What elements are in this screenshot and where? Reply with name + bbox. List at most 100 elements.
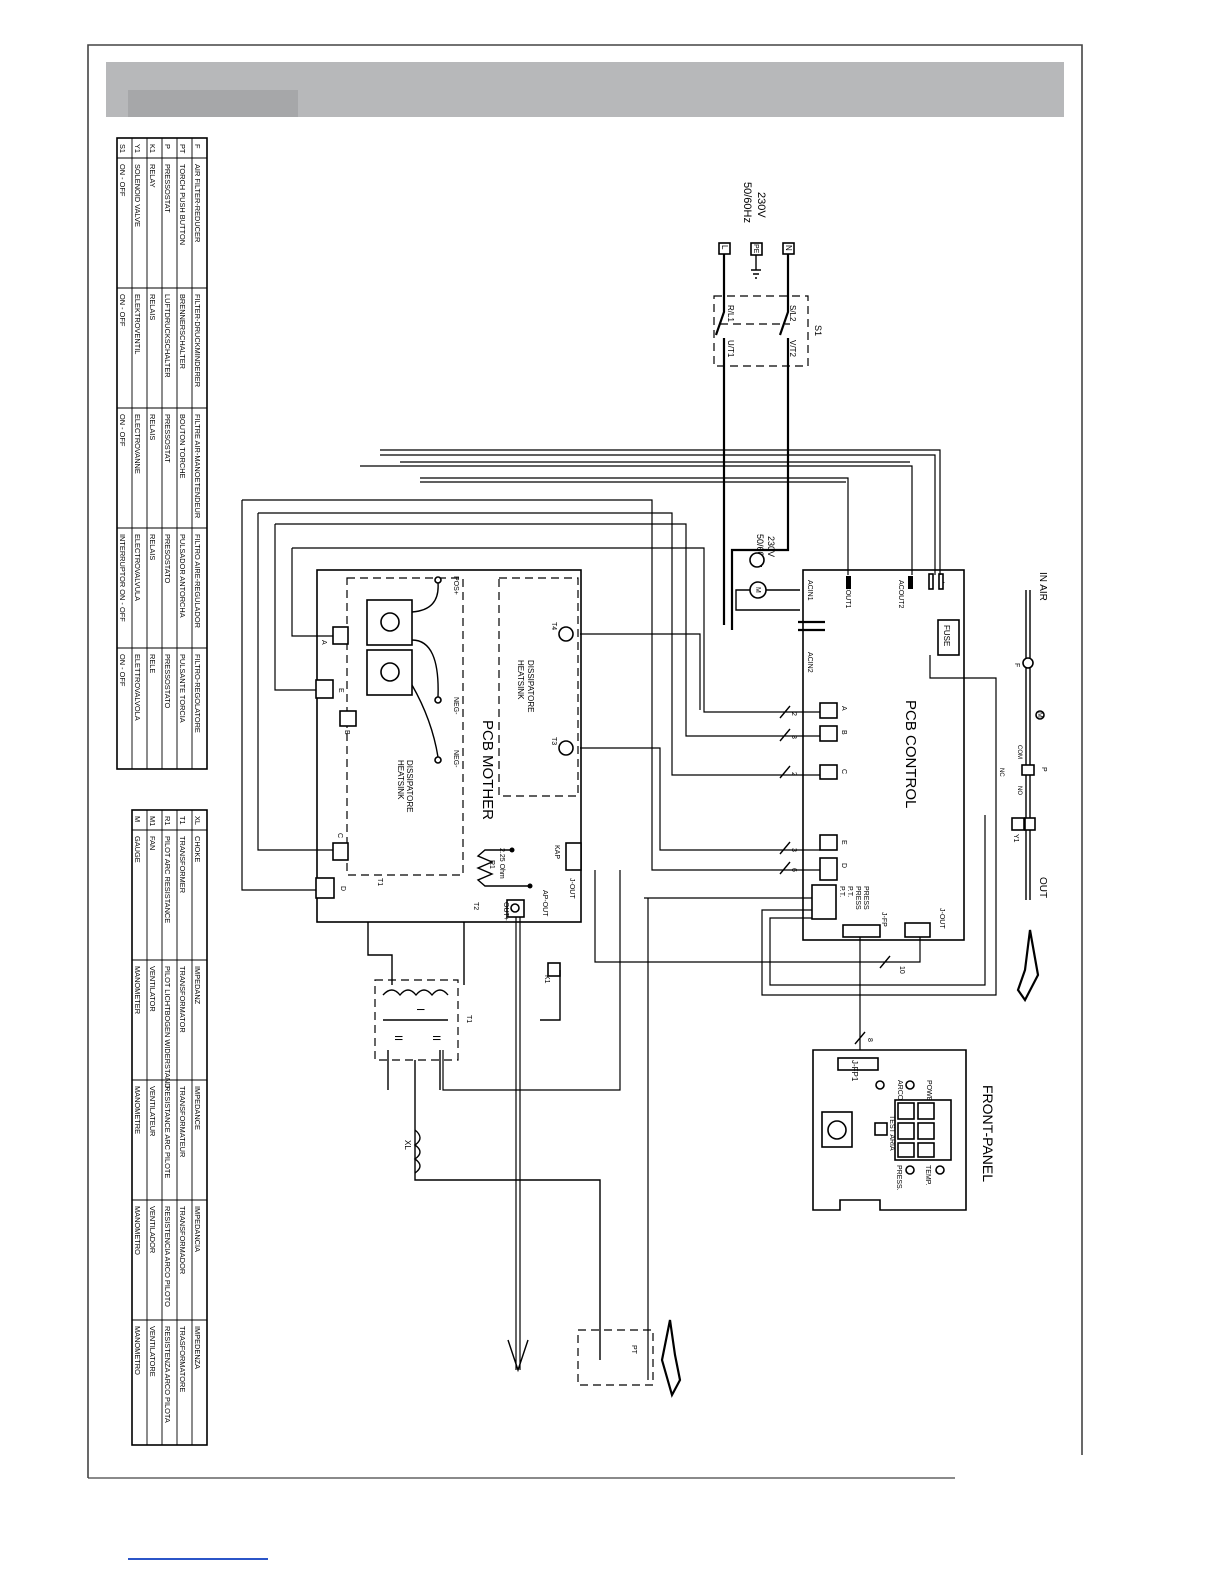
legend-cell: FILTRO AIRE-REGULADOR bbox=[193, 534, 202, 628]
svg-text:T3: T3 bbox=[550, 737, 557, 745]
legend-cell: ON - OFF bbox=[118, 654, 127, 687]
svg-text:TEMP.: TEMP. bbox=[924, 1165, 931, 1186]
pcb-control-title: PCB CONTROL bbox=[902, 700, 919, 808]
header-tab bbox=[128, 90, 298, 117]
svg-text:HEATSINK: HEATSINK bbox=[516, 660, 525, 700]
svg-text:OUT+: OUT+ bbox=[502, 902, 509, 921]
svg-text:F: F bbox=[1013, 663, 1020, 667]
svg-text:J-OUT: J-OUT bbox=[938, 908, 945, 929]
legend-cell: ELETTROVALVOLA bbox=[133, 654, 142, 721]
legend-cell: PULSADOR ANTORCHA bbox=[178, 534, 187, 618]
legend-table-1: S1 ON - OFF ON - OFF ON - OFF INTERRUPTOR ON… bbox=[116, 137, 208, 770]
legend-cell: FILTRE AIR-MANOETENDEUR bbox=[193, 414, 202, 518]
legend-cell: ELEKTROVENTIL bbox=[133, 294, 142, 354]
legend-cell: PT bbox=[178, 144, 187, 154]
svg-text:S/L2: S/L2 bbox=[788, 305, 797, 322]
legend-cell: IMPEDANCE bbox=[193, 1086, 202, 1130]
svg-text:6: 6 bbox=[790, 868, 797, 872]
legend-cell: TRANSFORMADOR bbox=[178, 1206, 187, 1274]
svg-text:NO: NO bbox=[1016, 786, 1022, 795]
legend-cell: ON - OFF bbox=[118, 164, 127, 197]
legend-cell: PILOT ARC RESISTANCE bbox=[163, 836, 172, 923]
svg-text:ARCO ON: ARCO ON bbox=[896, 1080, 903, 1113]
legend-cell: XL bbox=[193, 816, 202, 825]
svg-text:PRESS.: PRESS. bbox=[895, 1165, 902, 1191]
svg-text:T4: T4 bbox=[550, 622, 557, 630]
legend-cell: RELE bbox=[148, 654, 157, 673]
legend-cell: M1 bbox=[148, 816, 157, 826]
pcb-control: PCB CONTROL FUSE ACIN1 ACIN2 ACOUT1 ACOU… bbox=[798, 569, 965, 941]
air-line: IN AIR OUT F M P COM NC NO Y1 bbox=[998, 572, 1048, 900]
legend-cell: RELAIS bbox=[148, 534, 157, 560]
svg-text:NC: NC bbox=[998, 768, 1004, 777]
svg-text:U/T1: U/T1 bbox=[726, 340, 735, 358]
svg-text:P.T.: P.T. bbox=[846, 886, 853, 897]
legend-cell: MANOMETRO bbox=[133, 1326, 142, 1375]
mains-supply: 230V 50/60Hz L PE N bbox=[718, 182, 795, 279]
svg-text:A: A bbox=[840, 706, 847, 711]
svg-text:230V: 230V bbox=[766, 536, 776, 557]
legend-cell: PILOT LICHTBOGEN WIDERSTAND bbox=[163, 966, 172, 1089]
legend-cell: RESISTENZA ARCO PILOTA bbox=[163, 1326, 172, 1423]
legend-cell: ON - OFF bbox=[118, 294, 127, 327]
legend-cell: VENTILADOR bbox=[148, 1206, 157, 1253]
svg-text:POWER: POWER bbox=[925, 1080, 932, 1106]
svg-text:A: A bbox=[320, 640, 327, 645]
legend-cell: BRENNERSCHALTER bbox=[178, 294, 187, 369]
svg-text:NEG-: NEG- bbox=[452, 697, 459, 715]
legend-cell: T1 bbox=[178, 816, 187, 825]
legend-cell: R1 bbox=[163, 816, 172, 825]
svg-text:M: M bbox=[1036, 712, 1043, 718]
legend-cell: RELAY bbox=[148, 164, 157, 188]
fan-m1: 230V 50/60Hz M bbox=[735, 534, 800, 611]
svg-text:DISSIPATORE: DISSIPATORE bbox=[405, 760, 414, 812]
svg-text:J-FP: J-FP bbox=[880, 912, 887, 927]
ground-clamp-icon bbox=[507, 1339, 529, 1373]
legend-cell: ELECTROVANNE bbox=[133, 414, 142, 474]
legend-cell: IMPEDANZ bbox=[193, 966, 202, 1005]
legend-cell: VENTILATORE bbox=[148, 1326, 157, 1377]
legend-cell: CHOKE bbox=[193, 836, 202, 862]
legend-cell: PRESSOSTAT bbox=[163, 164, 172, 213]
legend-cell: IMPEDANCIA bbox=[193, 1206, 202, 1252]
legend-cell: F bbox=[193, 144, 202, 149]
legend-cell: BOUTON TORCHE bbox=[178, 414, 187, 479]
legend-cell: Y1 bbox=[133, 144, 142, 153]
svg-text:DISSIPATORE: DISSIPATORE bbox=[526, 660, 535, 712]
legend-cell: MANOMETRE bbox=[133, 1086, 142, 1134]
svg-text:P.T.: P.T. bbox=[838, 886, 845, 897]
footer-link-underline bbox=[128, 1558, 268, 1560]
legend-cell: FILTER-DRUCKMINDERER bbox=[193, 294, 202, 387]
legend-cell: SOLENOID VALVE bbox=[133, 164, 142, 227]
svg-text:D: D bbox=[339, 886, 346, 891]
legend-cell: MANOMETER bbox=[133, 966, 142, 1014]
svg-text:II: II bbox=[392, 1035, 404, 1041]
torch-icon-top bbox=[1016, 929, 1040, 1003]
svg-text:POS+: POS+ bbox=[452, 576, 459, 595]
pcb-mother: PCB MOTHER DISSIPATORE HEATSINK DISSIPAT… bbox=[315, 569, 582, 923]
svg-text:COM: COM bbox=[1016, 745, 1022, 759]
legend-cell: TRANSFORMATOR bbox=[178, 966, 187, 1033]
legend-cell: PULSANTE TORCIA bbox=[178, 654, 187, 723]
svg-text:2.25 Ohm: 2.25 Ohm bbox=[498, 848, 505, 879]
legend-cell: MANOMETRO bbox=[133, 1206, 142, 1255]
legend-cell: TORCH PUSH BUTTON bbox=[178, 164, 187, 245]
svg-text:C: C bbox=[336, 833, 343, 838]
svg-text:R1: R1 bbox=[488, 860, 495, 869]
torch-icon bbox=[660, 1319, 682, 1398]
legend-cell: S1 bbox=[118, 144, 127, 153]
svg-text:2: 2 bbox=[790, 772, 797, 776]
terminal-l: L bbox=[720, 245, 729, 250]
svg-text:IN AIR: IN AIR bbox=[1037, 572, 1048, 601]
legend-cell: INTERRUPTOR ON - OFF bbox=[118, 534, 127, 622]
svg-text:TEST ARIA: TEST ARIA bbox=[888, 1115, 895, 1151]
svg-text:3: 3 bbox=[790, 735, 797, 739]
legend-cell: ELECTROVALVULA bbox=[133, 534, 142, 601]
supply-frequency: 50/60Hz bbox=[741, 182, 753, 223]
legend-cell: LUFTDRUCKSCHALTER bbox=[163, 294, 172, 378]
svg-text:NEG-: NEG- bbox=[452, 750, 459, 768]
legend-cell: RESISTANCE ARC PILOTE bbox=[163, 1086, 172, 1178]
svg-text:T1: T1 bbox=[465, 1015, 472, 1023]
legend-cell: VENTILATEUR bbox=[148, 1086, 157, 1136]
legend-cell: P bbox=[163, 144, 172, 149]
